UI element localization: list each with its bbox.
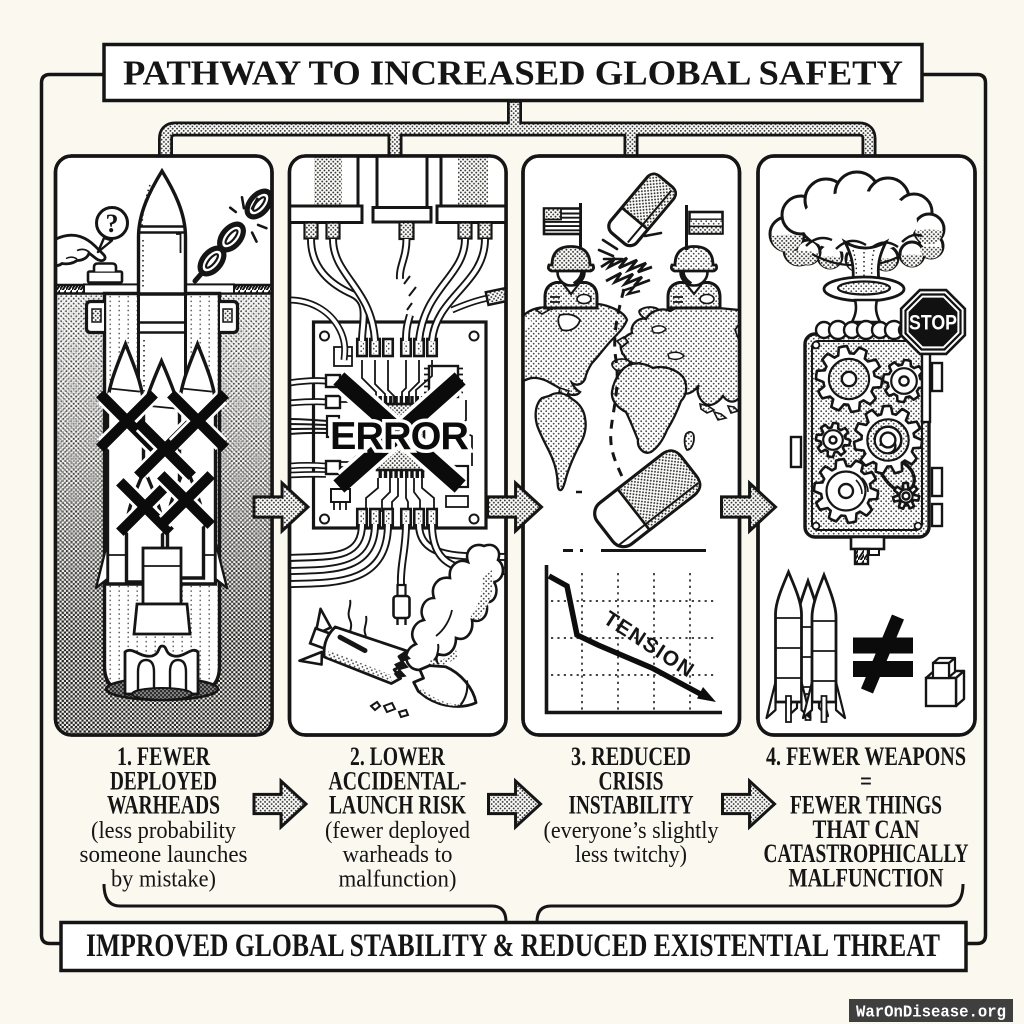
svg-text:(fewer deployed: (fewer deployed	[325, 818, 470, 844]
svg-text:MALFUNCTION: MALFUNCTION	[789, 864, 944, 893]
svg-text:=: =	[860, 766, 872, 795]
svg-text:malfunction): malfunction)	[339, 867, 457, 893]
svg-text:STOP: STOP	[909, 312, 957, 335]
svg-text:DEPLOYED: DEPLOYED	[110, 766, 217, 795]
svg-text:CRISIS: CRISIS	[599, 766, 664, 795]
svg-text:WarOnDisease.org: WarOnDisease.org	[856, 1003, 1006, 1022]
svg-text:ACCIDENTAL-: ACCIDENTAL-	[329, 766, 467, 795]
svg-text:3. REDUCED: 3. REDUCED	[571, 742, 691, 771]
svg-text:INSTABILITY: INSTABILITY	[569, 791, 694, 820]
svg-text:CATASTROPHICALLY: CATASTROPHICALLY	[764, 839, 969, 868]
svg-text:warheads to: warheads to	[343, 842, 453, 868]
svg-text:THAT CAN: THAT CAN	[813, 815, 920, 844]
svg-text:PATHWAY TO INCREASED GLOBAL SA: PATHWAY TO INCREASED GLOBAL SAFETY	[123, 54, 903, 93]
svg-text:by mistake): by mistake)	[111, 867, 216, 893]
svg-text:(everyone’s slightly: (everyone’s slightly	[544, 818, 719, 844]
svg-text:1. FEWER: 1. FEWER	[117, 742, 210, 771]
svg-text:?: ?	[106, 209, 119, 238]
svg-text:WARHEADS: WARHEADS	[107, 791, 220, 820]
svg-text:2. LOWER: 2. LOWER	[350, 742, 445, 771]
svg-text:4. FEWER WEAPONS: 4. FEWER WEAPONS	[766, 742, 966, 771]
svg-text:less twitchy): less twitchy)	[575, 842, 687, 868]
svg-text:FEWER THINGS: FEWER THINGS	[790, 791, 942, 820]
svg-text:ERROR: ERROR	[330, 415, 469, 458]
svg-text:someone launches: someone launches	[80, 842, 248, 868]
svg-text:LAUNCH RISK: LAUNCH RISK	[329, 791, 467, 820]
svg-text:IMPROVED GLOBAL STABILITY & RE: IMPROVED GLOBAL STABILITY & REDUCED EXIS…	[86, 928, 940, 964]
svg-text:(less probability: (less probability	[91, 818, 236, 844]
